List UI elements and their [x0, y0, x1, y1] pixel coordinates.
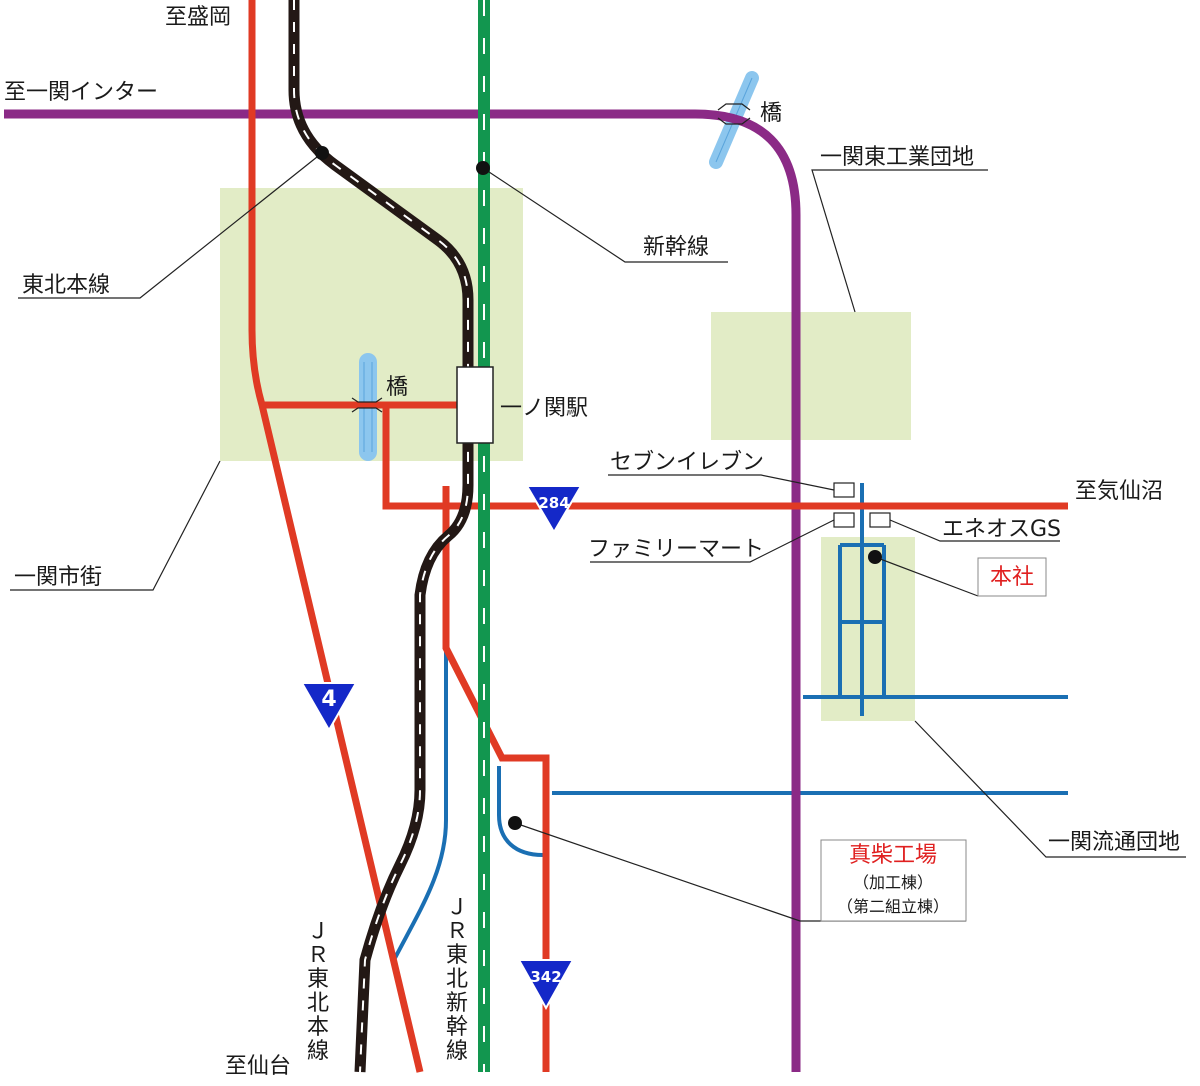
label-shinkansen: 新幹線: [643, 235, 709, 260]
family-mart-marker: [833, 512, 855, 528]
tohoku-line-dot: [315, 146, 329, 160]
national-roads: [248, 0, 1068, 1073]
route-shields: 4 284 342: [300, 485, 583, 1011]
direction-kesennuma: 至気仙沼: [1075, 479, 1163, 504]
location-dots: [315, 146, 882, 830]
shield-route-284-label: 284: [538, 494, 569, 512]
direction-morioka: 至盛岡: [165, 5, 231, 30]
area-ryutsu-industrial: [821, 537, 915, 721]
text-labels: 至盛岡 至一関インター 至気仙沼 至仙台 東北本線 新幹線 一ノ関駅 一関市街 …: [4, 5, 1180, 1079]
label-bridge-north: 橋: [760, 101, 782, 126]
label-mashiba-sub1: （加工棟）: [853, 873, 933, 892]
mashiba-factory-box: [820, 839, 967, 922]
svg-text:線: 線: [307, 1039, 329, 1064]
label-jr-shinkansen-vertical: Ｊ Ｒ 東 北 新 幹 線: [446, 895, 468, 1064]
label-tohoku-line: 東北本線: [22, 273, 110, 298]
bypass-road: [4, 109, 801, 1072]
direction-ichinoseki-ic: 至一関インター: [4, 80, 158, 105]
area-higashi-industrial: [711, 312, 911, 440]
mashiba-factory-dot: [508, 816, 522, 830]
label-head-office: 本社: [990, 565, 1034, 590]
label-ichinoseki-station: 一ノ関駅: [500, 396, 588, 421]
label-bridge-central: 橋: [386, 375, 408, 400]
leader-lines: [10, 152, 1186, 922]
bridge-central-marker: [351, 397, 383, 413]
local-road-west: [393, 648, 448, 959]
svg-text:北: 北: [307, 991, 329, 1016]
shield-route-4-label: 4: [321, 687, 336, 712]
head-office-dot: [868, 550, 882, 564]
eneos-marker: [869, 512, 891, 528]
svg-text:本: 本: [307, 1015, 329, 1040]
area-fills: [220, 188, 915, 721]
label-mashiba-sub2: （第二組立棟）: [837, 897, 949, 916]
svg-text:東: 東: [446, 943, 468, 968]
local-road-loop: [497, 766, 544, 857]
jr-tohoku-line: [288, 0, 474, 1073]
route-284: [382, 405, 1068, 510]
head-office-box: [977, 557, 1047, 597]
shinkansen-dot: [476, 161, 490, 175]
svg-text:東: 東: [307, 967, 329, 992]
bridge-north-marker: [717, 103, 751, 125]
label-mashiba-factory: 真柴工場: [849, 843, 937, 868]
route-4: [248, 0, 424, 1073]
label-higashi-industrial: 一関東工業団地: [820, 145, 974, 170]
store-markers: [833, 482, 891, 528]
shield-route-284: 284: [525, 485, 583, 534]
label-seven-eleven: セブンイレブン: [610, 450, 764, 475]
svg-text:Ｒ: Ｒ: [307, 943, 329, 968]
svg-text:幹: 幹: [446, 1015, 468, 1040]
svg-text:Ｊ: Ｊ: [446, 895, 468, 920]
shield-route-342: 342: [517, 959, 575, 1011]
svg-text:北: 北: [446, 967, 468, 992]
route-342: [442, 486, 550, 1072]
ichinoseki-station-box: [456, 366, 494, 444]
direction-sendai: 至仙台: [225, 1054, 291, 1079]
shield-route-342-label: 342: [530, 968, 561, 986]
label-family-mart: ファミリーマート: [588, 537, 764, 562]
label-ichinoseki-city: 一関市街: [14, 565, 102, 590]
local-roads: [393, 483, 1068, 959]
seven-eleven-marker: [833, 482, 855, 498]
svg-text:線: 線: [446, 1039, 468, 1064]
bridge-markers: [351, 103, 751, 413]
shield-route-4: 4: [300, 682, 358, 733]
label-eneos: エネオスGS: [942, 517, 1061, 542]
svg-text:Ｒ: Ｒ: [446, 919, 468, 944]
label-ryutsu-industrial: 一関流通団地: [1048, 830, 1180, 855]
label-jr-tohoku-vertical: Ｊ Ｒ 東 北 本 線: [307, 919, 329, 1064]
svg-text:新: 新: [446, 991, 468, 1016]
svg-text:Ｊ: Ｊ: [307, 919, 329, 944]
